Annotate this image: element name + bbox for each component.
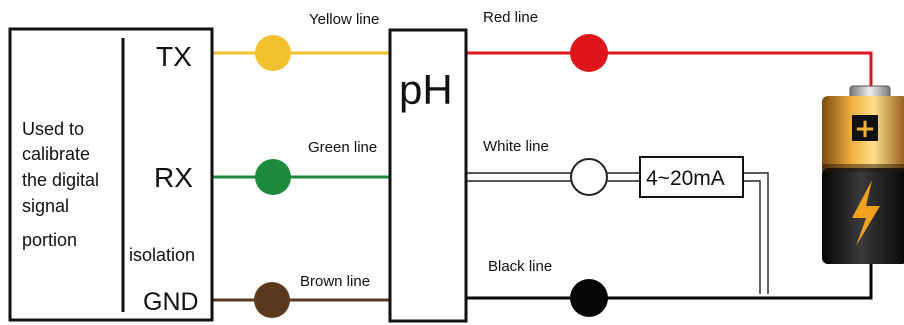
red-connector-dot (570, 34, 608, 72)
battery-icon: + (822, 85, 904, 264)
gnd-pin-label: GND (143, 288, 199, 316)
device-description-line-1: Used to (22, 119, 84, 139)
yellow-line-label: Yellow line (309, 11, 379, 28)
white-wire (466, 172, 640, 182)
current-loop-return-wire (743, 172, 769, 294)
black-line-label: Black line (488, 258, 552, 275)
current-loop-box (639, 156, 744, 198)
device-description-line-5: portion (22, 230, 77, 250)
green-connector-dot (255, 159, 291, 195)
brown-connector-dot (254, 282, 290, 318)
yellow-connector-dot (255, 35, 291, 71)
ph-sensor-box (388, 28, 468, 323)
black-connector-dot (570, 279, 608, 317)
battery-plus-symbol: + (854, 114, 876, 144)
tx-pin-label: TX (156, 41, 192, 72)
device-box (8, 27, 214, 322)
device-description-line-2: calibrate (22, 144, 90, 164)
green-line-label: Green line (308, 139, 377, 156)
white-connector-dot (570, 158, 608, 196)
red-line-label: Red line (483, 9, 538, 26)
current-loop-label: 4~20mA (646, 167, 725, 190)
white-line-label: White line (483, 138, 549, 155)
device-description-line-4: signal (22, 196, 69, 216)
rx-pin-label: RX (154, 162, 193, 193)
red-wire (466, 51, 873, 88)
isolation-label: isolation (129, 245, 195, 265)
lightning-bolt-icon (852, 180, 880, 246)
device-description-line-3: the digital (22, 170, 99, 190)
brown-line-label: Brown line (300, 273, 370, 290)
ph-sensor-label: pH (399, 66, 453, 113)
